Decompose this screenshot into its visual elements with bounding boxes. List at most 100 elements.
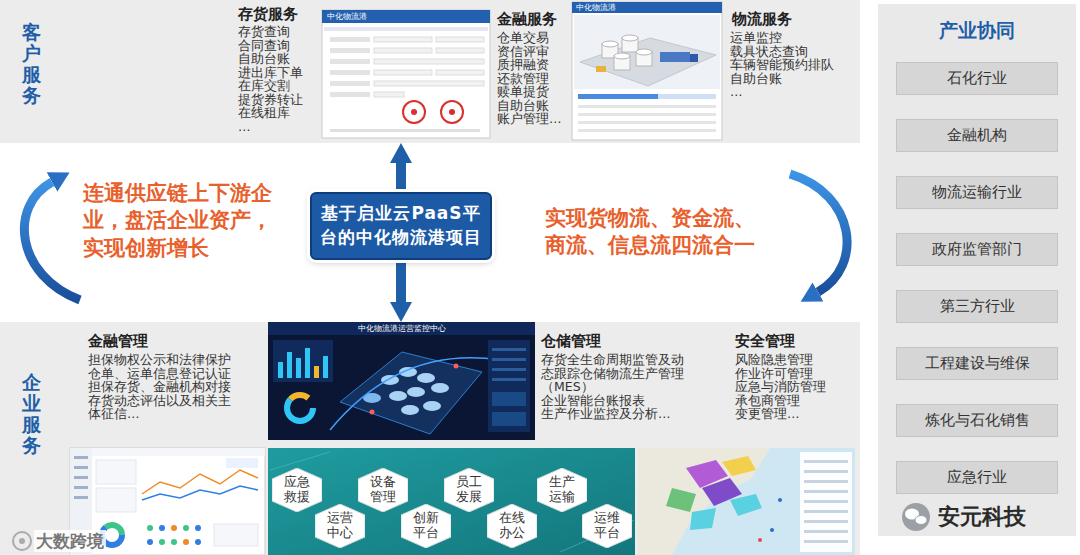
box-label: 应急行业 xyxy=(947,468,1007,487)
app-screenshot xyxy=(436,48,484,53)
hexagon-label: 在线办公 xyxy=(499,511,525,541)
port-map xyxy=(804,470,848,473)
text-holder: 运单监控 载具状态查询 车辆智能预约排队 自助台账 … xyxy=(730,31,855,99)
text-line: 在线租库 xyxy=(238,106,338,120)
platform-panel xyxy=(268,448,635,555)
industry-box: 石化行业 xyxy=(896,62,1058,95)
text-line: 担保存货、金融机构对接 xyxy=(88,380,232,394)
app-screenshot xyxy=(441,101,463,123)
watermark: 大数跨境 xyxy=(34,530,106,552)
admin-dashboard xyxy=(74,476,88,479)
function-hexagon: 设备管理 xyxy=(358,468,408,512)
text-holder: 安全管理 xyxy=(735,332,795,350)
monitor-dashboard xyxy=(431,383,449,393)
admin-dashboard xyxy=(96,460,136,484)
monitor-dashboard xyxy=(492,392,526,406)
app-screenshot xyxy=(374,81,484,86)
platform-panel xyxy=(268,448,635,555)
port-map xyxy=(770,528,774,532)
monitor-dashboard xyxy=(492,368,526,371)
cycle-arrow xyxy=(790,174,847,292)
section-heading: 存货服务 xyxy=(238,5,298,23)
band-title: 客户服务 xyxy=(22,22,41,106)
text-holder: 仓储管理 xyxy=(541,332,601,350)
text-line: 应急与消防管理 xyxy=(735,380,855,394)
industry-box: 物流运输行业 xyxy=(896,176,1058,209)
flow-arrow xyxy=(396,163,406,192)
hexagon-label: 运营中心 xyxy=(327,511,353,541)
admin-dashboard xyxy=(142,486,258,500)
text-holder: 担保物权公示和法律保护 仓单、运单信息登记认证 担保存货、金融机构对接 存货动态… xyxy=(88,353,232,421)
app-screenshot xyxy=(636,49,652,55)
port-map xyxy=(722,456,756,476)
hexagon-shape xyxy=(272,468,322,512)
port-map xyxy=(804,490,848,493)
port-map xyxy=(690,508,716,530)
function-hexagon: 应急救援 xyxy=(272,468,322,512)
box-label: 政府监管部门 xyxy=(932,240,1022,259)
admin-dashboard xyxy=(159,525,165,531)
industry-box: 工程建设与维保 xyxy=(896,347,1058,380)
function-hexagon: 在线办公 xyxy=(487,504,537,548)
monitor-dashboard xyxy=(314,366,319,378)
text-holder: 存货全生命周期监管及动态跟踪仓储物流生产管理（MES） 企业智能台账报表 生产作… xyxy=(541,353,685,421)
text-line: 载具状态查询 xyxy=(730,45,855,59)
screen-title: 中化物流港运营监控中心 xyxy=(268,323,535,334)
app-screenshot xyxy=(578,94,658,99)
text-line: 账户管理… xyxy=(497,112,587,126)
hexagon-shape xyxy=(487,504,537,548)
monitor-dashboard xyxy=(296,358,301,378)
port-map xyxy=(804,480,848,483)
app-screenshot xyxy=(660,52,690,62)
text-holder: 存货服务 xyxy=(238,5,298,23)
industry-box: 政府监管部门 xyxy=(896,233,1058,266)
text-holder: 金融服务 xyxy=(497,10,557,28)
text-line: 风险隐患管理 xyxy=(735,353,855,367)
band-ground xyxy=(0,0,860,143)
app-screenshot xyxy=(322,10,490,138)
app-screenshot xyxy=(690,54,698,62)
port-map xyxy=(804,520,848,523)
port-map xyxy=(666,488,696,512)
text-line: 进出库下单 xyxy=(238,66,338,80)
app-screenshot xyxy=(574,15,720,89)
slogan-text: 连通供应链上下游企业，盘活企业资产，实现创新增长 xyxy=(83,180,288,262)
app-screenshot xyxy=(578,105,716,108)
text-line: … xyxy=(730,85,855,99)
box-label: 炼化与石化销售 xyxy=(925,411,1030,430)
admin-dashboard xyxy=(171,525,177,531)
monitor-dashboard xyxy=(492,412,526,426)
app-screenshot xyxy=(374,48,432,53)
band-ground xyxy=(878,4,1076,536)
text-line: 自助台账 xyxy=(238,52,338,66)
text-line: 生产作业监控及分析… xyxy=(541,407,685,421)
watermark: 安元科技 xyxy=(938,503,1026,531)
app-screenshot xyxy=(596,66,606,72)
monitor-dashboard xyxy=(323,356,328,378)
watermark-logo xyxy=(13,532,31,550)
app-screenshot xyxy=(580,38,716,86)
text-holder: 物流服务 xyxy=(732,10,792,28)
app-screenshot xyxy=(578,121,716,124)
port-map xyxy=(800,452,852,552)
admin-dashboard xyxy=(74,456,88,459)
admin-dashboard xyxy=(159,539,165,545)
box-label: 石化行业 xyxy=(947,69,1007,88)
port-map xyxy=(804,460,848,463)
industry-box: 第三方行业 xyxy=(896,290,1058,323)
industry-panel: 产业协同石化行业金融机构物流运输行业政府监管部门第三方行业工程建设与维保炼化与石… xyxy=(878,4,1076,536)
hexagon-shape xyxy=(582,504,632,548)
monitor-dashboard xyxy=(370,410,375,415)
port-map xyxy=(638,448,770,555)
project-title: 基于启业云PaaS平台的中化物流港项目 xyxy=(320,202,482,250)
service-band: 客户服务存货服务存货查询 合同查询 自助台账 进出库下单 在库交割 提货券转让 … xyxy=(0,0,860,143)
box-label: 金融机构 xyxy=(947,126,1007,145)
hexagon-label: 生产运输 xyxy=(549,475,575,505)
app-screenshot xyxy=(330,48,370,53)
text-line: 存货全生命周期监管及动态跟踪仓储物流生产管理（MES） xyxy=(541,353,685,394)
app-screenshot xyxy=(572,2,722,13)
text-line: 赎单提货 xyxy=(497,85,587,99)
monitor-dashboard xyxy=(492,378,526,381)
industry-box: 金融机构 xyxy=(896,119,1058,152)
band-ground xyxy=(0,322,860,555)
